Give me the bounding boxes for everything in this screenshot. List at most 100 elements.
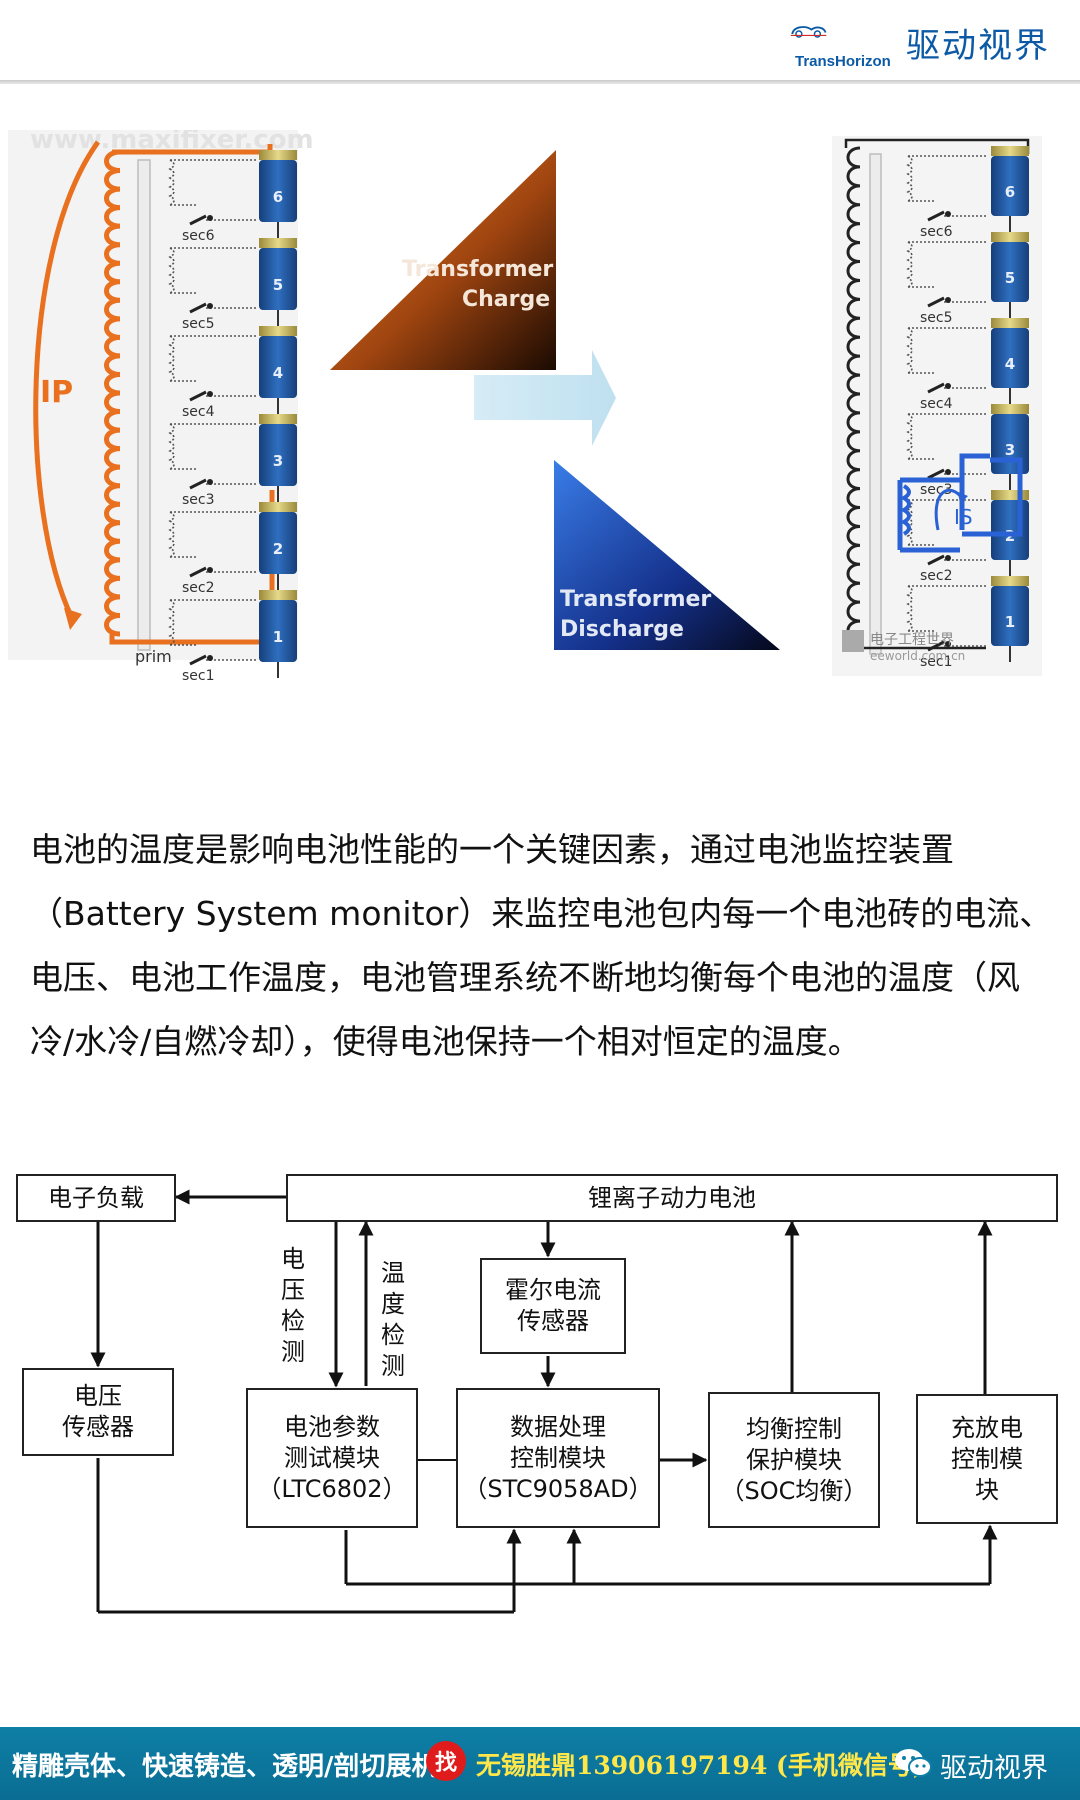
battery-cell-cap	[259, 150, 297, 160]
switch-symbol	[189, 566, 207, 578]
primary-current-arrow	[33, 140, 101, 620]
voltage-detect-char-2: 压	[281, 1276, 305, 1304]
switch-symbol	[189, 214, 207, 226]
right-transformer-core	[869, 153, 882, 655]
battery-cell-cap	[991, 232, 1029, 242]
secondary-current-loop	[897, 453, 1023, 553]
chg-line1: 充放电	[951, 1413, 1023, 1442]
secondary-label: sec2	[920, 568, 953, 584]
chg-line2: 控制模	[951, 1444, 1023, 1473]
switch-contact	[207, 567, 213, 573]
switch-contact	[945, 211, 951, 217]
header-divider	[0, 80, 1080, 84]
transhorizon-logo-icon	[790, 26, 827, 38]
switch-contact	[207, 655, 213, 661]
temp-detect-char-2: 度	[381, 1290, 405, 1318]
secondary-label: sec6	[182, 228, 215, 244]
bal-line2: 保护模块	[746, 1445, 842, 1474]
secondary-label: sec5	[920, 310, 953, 326]
battery-cell	[259, 424, 297, 486]
secondary-label: sec1	[920, 654, 953, 670]
battery-cell-number: 3	[1005, 441, 1015, 459]
battery-cell-cap	[259, 326, 297, 336]
switch-contact	[207, 303, 213, 309]
brand-name-cn: 驱动视界	[906, 26, 1050, 66]
voltage-detect-label: 电 压 检 测	[278, 1244, 308, 1368]
switch-symbol	[927, 468, 945, 480]
footer-slogan: 精雕壳体、快速铸造、透明/剖切展机	[12, 1752, 438, 1782]
voltage-sensor-line1: 电压	[74, 1382, 122, 1410]
battery-cell-number: 5	[1005, 269, 1015, 287]
battery-cell-cap	[259, 502, 297, 512]
battery-cell	[259, 600, 297, 662]
description-paragraph: 电池的温度是影响电池性能的一个关键因素，通过电池监控装置（Battery Sys…	[30, 830, 1053, 1061]
battery-cell-cap	[259, 414, 297, 424]
battery-pack-block: 锂离子动力电池	[286, 1174, 1058, 1222]
switch-symbol	[927, 640, 945, 652]
charge-label-line1: Transformer	[402, 257, 553, 282]
secondary-wiring	[908, 413, 988, 475]
switch-symbol	[189, 654, 207, 666]
diagram-connectors	[90, 1189, 998, 1614]
battery-cell-cap	[991, 404, 1029, 414]
chg-line3: 块	[975, 1475, 999, 1504]
proc-line1: 数据处理	[510, 1412, 606, 1441]
switch-contact	[945, 641, 951, 647]
battery-cell-cap	[259, 238, 297, 248]
discharge-label-line2: Discharge	[560, 617, 684, 642]
battery-cell	[259, 160, 297, 222]
switch-symbol	[189, 390, 207, 402]
primary-current-arrowhead	[64, 608, 82, 630]
switch-symbol	[927, 382, 945, 394]
battery-cell	[991, 328, 1029, 388]
footer-banner: 精雕壳体、快速铸造、透明/剖切展机 找 无锡胜鼎13906197194 (手机微…	[0, 1727, 1080, 1800]
secondary-wiring	[908, 327, 988, 389]
secondary-wiring	[908, 499, 988, 561]
secondary-label: sec4	[920, 396, 953, 412]
electronic-load-label: 电子负载	[48, 1183, 144, 1212]
battery-cell-cap	[991, 146, 1029, 156]
secondary-wiring	[170, 423, 256, 485]
secondary-wiring	[170, 599, 256, 661]
secondary-label: sec6	[920, 224, 953, 240]
watermark-bottom-cn: 电子工程世界	[870, 632, 954, 648]
battery-cell-number: 3	[273, 452, 283, 470]
switch-symbol	[927, 554, 945, 566]
temp-detect-char-3: 检	[381, 1321, 405, 1349]
secondary-label: sec5	[182, 316, 215, 332]
battery-cell	[991, 242, 1029, 302]
right-secondary-windings	[906, 155, 988, 652]
transformer-charge-triangle	[330, 150, 556, 370]
switch-contact	[207, 479, 213, 485]
switch-contact	[207, 215, 213, 221]
data-processing-block: 数据处理 控制模块 （STC9058AD）	[456, 1388, 660, 1528]
brand-name-en: TransHorizon	[795, 53, 891, 70]
proc-line2: 控制模块	[510, 1443, 606, 1472]
battery-cell-number: 6	[1005, 183, 1015, 201]
footer-contact: 无锡胜鼎13906197194 (手机微信号)	[476, 1751, 925, 1780]
left-secondary-windings	[168, 159, 256, 666]
switch-symbol	[189, 302, 207, 314]
battery-cell	[259, 512, 297, 574]
battery-cell-number: 5	[273, 276, 283, 294]
battery-cell-cap	[991, 490, 1029, 500]
battery-cell-number: 4	[273, 364, 283, 382]
battery-cell-number: 1	[273, 628, 283, 646]
battery-cell-number: 6	[273, 188, 283, 206]
switch-contact	[945, 469, 951, 475]
secondary-label: sec3	[182, 492, 215, 508]
secondary-label: sec3	[920, 482, 953, 498]
proc-line3: （STC9058AD）	[463, 1474, 653, 1503]
param-line3: （LTC6802）	[257, 1474, 407, 1503]
secondary-wiring	[908, 155, 988, 217]
battery-cell-cap	[259, 590, 297, 600]
transformer-discharge-triangle	[554, 460, 780, 650]
secondary-wiring	[170, 247, 256, 309]
left-primary-coil	[104, 149, 121, 637]
footer-brand: 驱动视界	[940, 1753, 1048, 1784]
hall-current-sensor-block: 霍尔电流 传感器	[480, 1258, 626, 1354]
switch-symbol	[927, 210, 945, 222]
battery-cell-cap	[991, 576, 1029, 586]
